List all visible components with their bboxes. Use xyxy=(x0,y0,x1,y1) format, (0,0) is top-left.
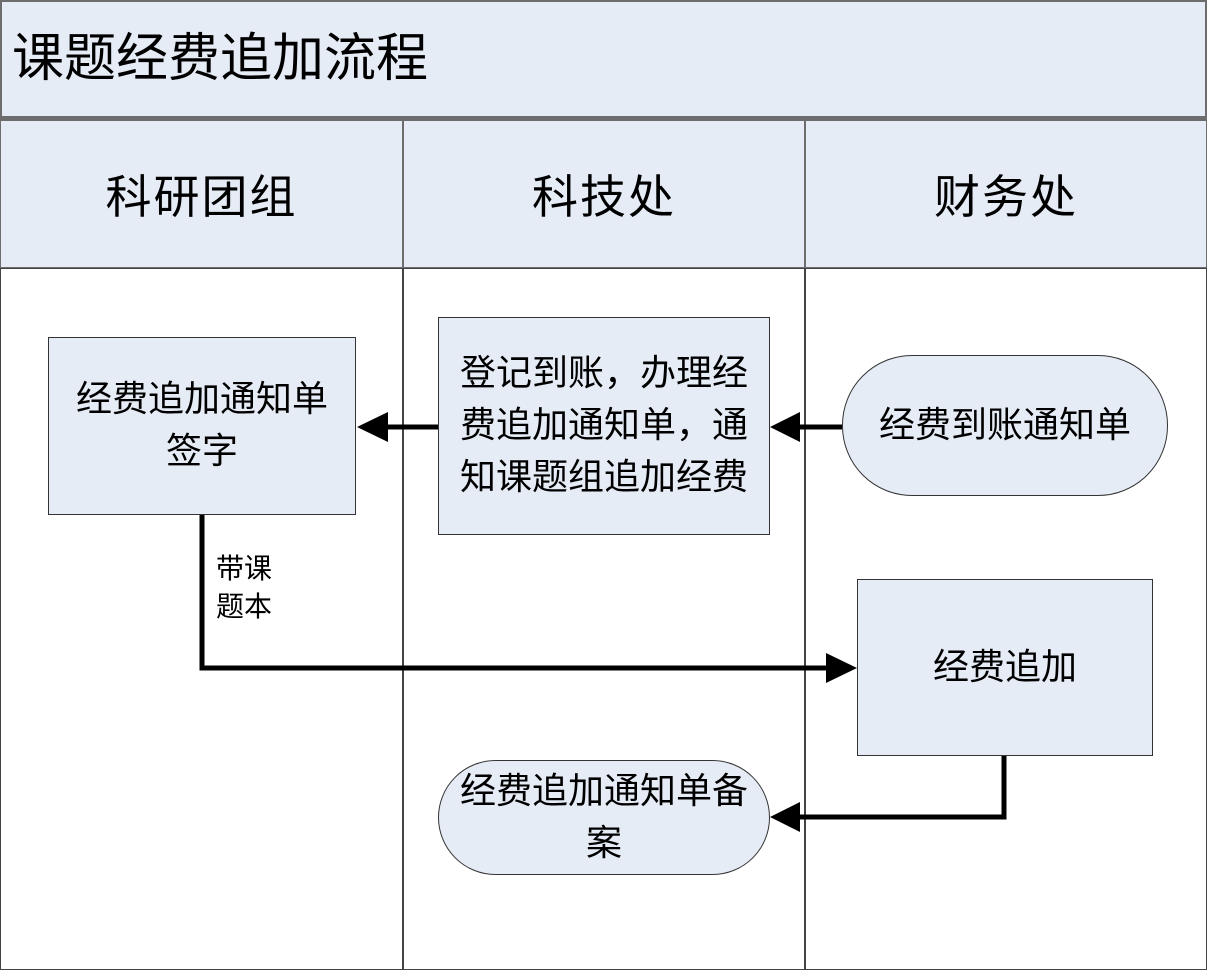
lane-header-finance-office: 财务处 xyxy=(805,118,1207,268)
node-archive: 经费追加通知单备案 xyxy=(438,760,770,875)
node-sign: 经费追加通知单签字 xyxy=(48,337,356,515)
lane-label-research-group: 科研团组 xyxy=(105,170,298,224)
node-add-funds-label: 经费追加 xyxy=(932,646,1077,688)
node-fund-notice: 经费到账通知单 xyxy=(842,355,1168,496)
node-register: 登记到账，办理经费追加通知单，通知课题组追加经费 xyxy=(438,317,770,535)
diagram-title-bar: 课题经费追加流程 xyxy=(0,0,1207,118)
node-add-funds: 经费追加 xyxy=(857,579,1153,756)
edge-note: 带课题本 xyxy=(216,552,273,623)
lane-label-finance-office: 财务处 xyxy=(934,170,1078,224)
lane-label-science-office: 科技处 xyxy=(532,170,676,224)
node-register-label: 登记到账，办理经费追加通知单，通知课题组追加经费 xyxy=(459,353,748,498)
arrowhead-to-add-funds xyxy=(826,653,857,683)
lane-header-research-group: 科研团组 xyxy=(0,118,403,268)
edge-sign-to-add-funds xyxy=(199,514,828,671)
edge-add-funds-to-archive xyxy=(800,756,1007,820)
diagram-title: 课题经费追加流程 xyxy=(12,29,429,89)
arrowhead-to-archive xyxy=(770,802,800,832)
node-fund-notice-label: 经费到账通知单 xyxy=(878,404,1131,446)
arrowhead-to-sign xyxy=(357,412,388,442)
node-sign-label: 经费追加通知单签字 xyxy=(75,379,328,472)
node-archive-label: 经费追加通知单备案 xyxy=(459,770,748,864)
lane-header-science-office: 科技处 xyxy=(403,118,805,268)
arrowhead-to-register xyxy=(770,412,800,442)
